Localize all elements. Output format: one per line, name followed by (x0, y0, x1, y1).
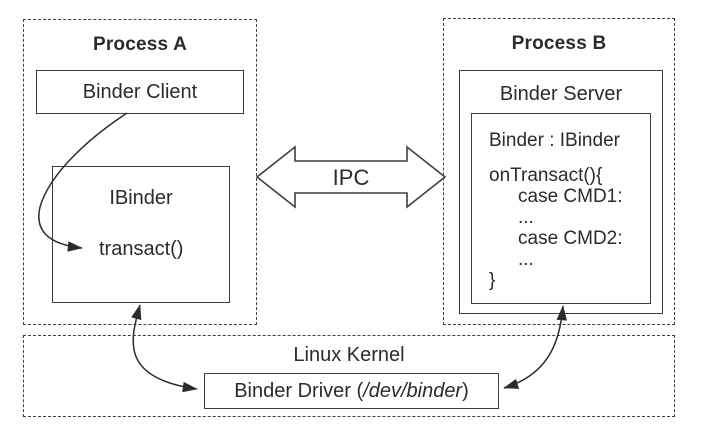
process-b-title: Process B (511, 33, 607, 54)
linux-kernel-title: Linux Kernel (293, 344, 405, 366)
driver-label-prefix: Binder Driver ( (234, 379, 364, 402)
driver-device-path: /dev/binder (363, 379, 463, 402)
process-a-box: Process A Binder Client IBinder transact… (23, 19, 257, 325)
code-line: Binder : IBinder (489, 130, 620, 151)
linux-kernel-box: Linux Kernel Binder Driver (/dev/binder) (23, 335, 675, 417)
binder-client-box: Binder Client (36, 70, 244, 114)
binder-client-label: Binder Client (82, 80, 198, 103)
binder-server-box: Binder Server Binder : IBinder onTransac… (459, 70, 663, 314)
binder-server-label: Binder Server (499, 83, 623, 105)
ipc-arrow: IPC (255, 145, 447, 209)
binder-driver-box: Binder Driver (/dev/binder) (204, 373, 499, 409)
code-line: onTransact(){ (489, 165, 603, 186)
binder-driver-label: Binder Driver (/dev/binder) (234, 380, 469, 403)
ipc-label: IPC (333, 165, 370, 190)
ipc-arrow-shape (255, 145, 447, 209)
code-line: ... (518, 207, 534, 228)
code-line: case CMD1: (518, 186, 623, 207)
code-line: } (489, 270, 496, 291)
process-b-box: Process B Binder Server Binder : IBinder… (443, 18, 675, 325)
ibinder-label: IBinder (109, 187, 173, 209)
code-line: case CMD2: (518, 228, 623, 249)
process-a-title: Process A (92, 34, 188, 55)
ibinder-box: IBinder transact() (52, 166, 230, 303)
transact-label: transact() (99, 238, 184, 260)
driver-label-suffix: ) (462, 379, 469, 402)
binder-code-box: Binder : IBinder onTransact(){ case CMD1… (471, 113, 651, 304)
code-line: ... (518, 249, 534, 270)
